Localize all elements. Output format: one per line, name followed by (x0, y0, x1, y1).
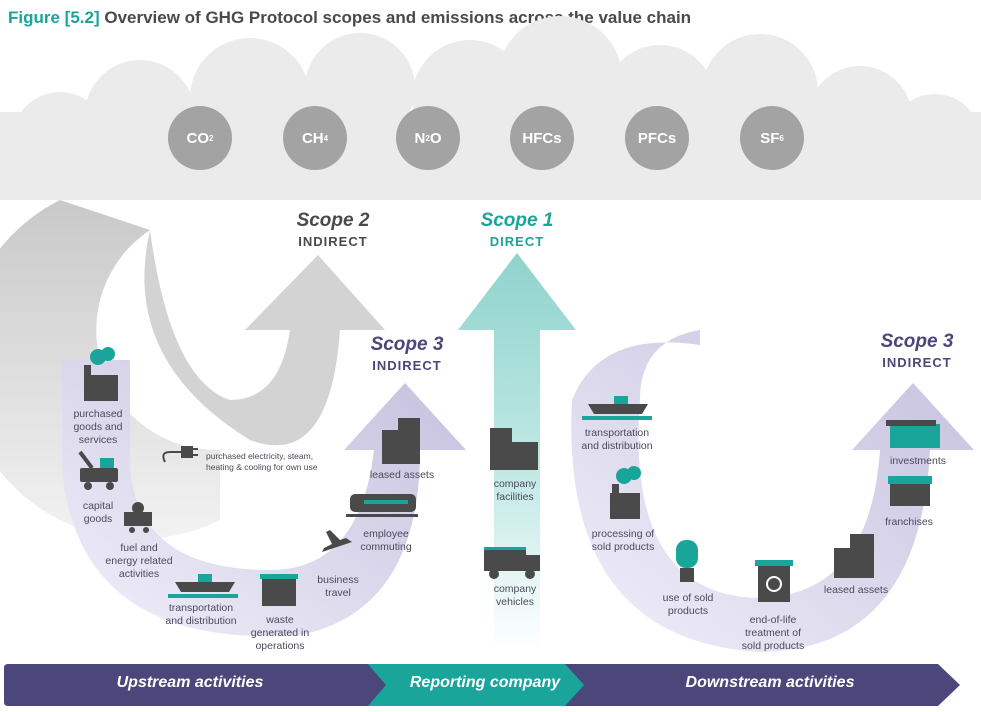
label-processing: processing of sold products (591, 528, 655, 554)
money-icon (886, 420, 940, 448)
bottom-bar (4, 664, 960, 706)
truck-crane-icon (78, 450, 118, 490)
reporting-company-label: Reporting company (409, 674, 561, 691)
gas-pfcs: PFCs (625, 106, 689, 170)
gas-label: SF (760, 129, 780, 147)
ship-icon (168, 574, 238, 598)
building-icon (382, 418, 420, 464)
upstream-activities-label: Upstream activities (116, 674, 264, 691)
figure-ref: Figure [5.2] (8, 8, 100, 27)
company-truck-icon (484, 547, 540, 579)
gas-label: N (414, 129, 426, 147)
label-fuel-energy: fuel and energy related activities (105, 542, 173, 581)
label-use-of-products: use of sold products (662, 592, 714, 618)
cloud-band (0, 16, 981, 200)
coal-cart-icon (124, 502, 152, 533)
label-company-facilities: company facilities (493, 478, 537, 504)
company-building-icon (490, 428, 538, 470)
leased-building-icon (834, 534, 874, 578)
label-waste: waste generated in operations (250, 614, 310, 653)
label-transportation-up: transportation and distribution (165, 602, 237, 628)
label-employee-commuting: employee commuting (360, 528, 412, 554)
dumpster-icon (260, 574, 298, 606)
train-icon (346, 494, 418, 517)
label-company-vehicles: company vehicles (493, 583, 537, 609)
label-transportation-down: transportation and distribution (581, 427, 653, 453)
scope1-name: Scope 1 (480, 210, 554, 231)
label-leased-assets-up: leased assets (369, 469, 435, 481)
scope1-label: Scope 1 DIRECT (462, 210, 572, 249)
gas-label-tail: O (429, 129, 442, 147)
gas-label: CO (186, 129, 210, 147)
scope3-upstream-type: INDIRECT (372, 358, 442, 373)
ship-downstream-icon (582, 396, 652, 420)
lightbulb-icon (676, 540, 698, 582)
gas-subscript: 4 (323, 133, 329, 143)
label-leased-assets-down: leased assets (823, 584, 889, 596)
gas-hfcs: HFCs (510, 106, 574, 170)
airplane-icon (322, 530, 352, 552)
scope3-downstream-type: INDIRECT (882, 355, 952, 370)
scope2-type: INDIRECT (298, 234, 368, 249)
factory-downstream-icon (610, 466, 641, 519)
gas-subscript: 6 (779, 133, 784, 143)
scope2-label: Scope 2 INDIRECT (278, 210, 388, 249)
gas-label: HFCs (522, 129, 562, 147)
store-icon (888, 476, 932, 506)
label-purchased-electricity: purchased electricity, steam, heating & … (206, 451, 318, 472)
scope3-upstream-name: Scope 3 (370, 334, 444, 355)
scope3-downstream-label: Scope 3 INDIRECT (862, 331, 972, 370)
gas-label: CH (301, 129, 324, 147)
label-end-of-life: end-of-life treatment of sold products (741, 614, 805, 653)
scope3-upstream-label: Scope 3 INDIRECT (352, 334, 462, 373)
scope1-type: DIRECT (489, 234, 545, 249)
plug-icon (162, 446, 198, 463)
downstream-activities-label: Downstream activities (685, 674, 855, 691)
gas-subscript: 2 (209, 133, 214, 143)
label-business-travel: business travel (317, 574, 359, 600)
scope2-arrow (0, 200, 385, 539)
recycle-bin-icon (755, 560, 793, 602)
scope3-downstream-name: Scope 3 (880, 331, 954, 352)
gas-subscript: 2 (425, 133, 430, 143)
factory-icon (84, 347, 118, 401)
label-franchises: franchises (885, 516, 933, 528)
scope2-name: Scope 2 (296, 210, 370, 231)
label-purchased-goods: purchased goods and services (73, 408, 123, 447)
label-investments: investments (889, 455, 947, 467)
label-capital-goods: capital goods (82, 500, 114, 526)
scope3-upstream-arrow (62, 360, 466, 637)
gas-label: PFCs (637, 129, 677, 147)
